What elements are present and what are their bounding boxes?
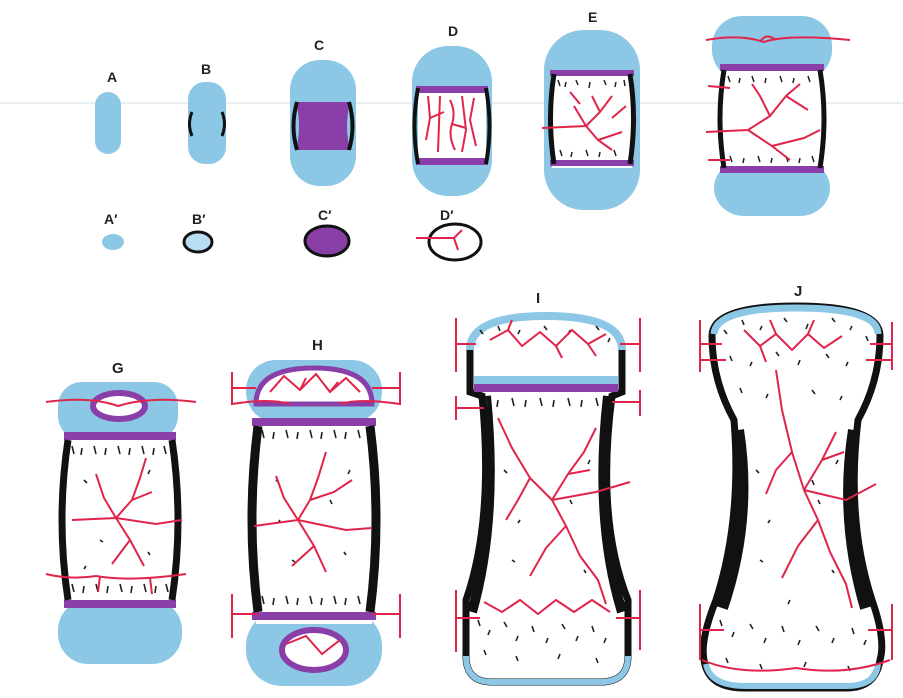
stage-i: I [456, 290, 640, 682]
calcified-zone [64, 432, 176, 440]
stage-b-label: B [201, 61, 211, 77]
stage-c: C [290, 37, 356, 186]
stage-a-label: A [107, 69, 117, 85]
cross-section-collar [184, 232, 212, 252]
stage-j-label: J [794, 283, 802, 300]
calcified-zone [550, 160, 634, 166]
calcified-zone [252, 418, 376, 426]
calcified-cartilage [296, 102, 350, 150]
calcified-zone [252, 612, 376, 620]
cross-section-b-prime-label: B′ [192, 211, 206, 227]
stage-g: G [46, 360, 196, 664]
stage-j: J [700, 283, 892, 688]
marrow-cavity [722, 66, 822, 172]
epiphyseal-plate [474, 376, 618, 384]
cross-section-b-prime: B′ [184, 211, 212, 252]
cross-section-cartilage [102, 234, 124, 250]
cartilage-model [188, 82, 226, 164]
stage-h-label: H [312, 337, 323, 354]
cross-section-a-prime-label: A′ [104, 211, 118, 227]
stage-g-label: G [112, 360, 124, 377]
cross-section-a-prime: A′ [102, 211, 124, 250]
stage-b: B [188, 61, 226, 164]
stage-c-label: C [314, 37, 324, 53]
cross-section-d-prime: D′ [416, 207, 481, 260]
cartilage-model [95, 92, 121, 154]
cross-section-c-prime-label: C′ [318, 207, 332, 223]
stage-e-label: E [588, 9, 597, 25]
stage-a: A [95, 69, 121, 154]
calcified-zone [416, 86, 488, 93]
calcified-zone [64, 600, 176, 608]
calcified-zone [720, 64, 824, 71]
stage-d: D [412, 23, 492, 196]
stage-f [706, 16, 850, 216]
stage-h: H [232, 337, 400, 686]
calcified-zone [550, 70, 634, 76]
cross-section-c-prime: C′ [305, 207, 349, 256]
cross-section-calcified [305, 226, 349, 256]
cartilage-model [58, 600, 182, 664]
stage-d-label: D [448, 23, 458, 39]
cross-section-d-prime-label: D′ [440, 207, 454, 223]
calcified-zone [720, 166, 824, 173]
calcified-zone [416, 158, 488, 165]
secondary-ossification-center [282, 630, 346, 670]
stage-e: E [542, 9, 640, 210]
stage-i-label: I [536, 290, 540, 307]
calcified-zone [474, 384, 618, 392]
